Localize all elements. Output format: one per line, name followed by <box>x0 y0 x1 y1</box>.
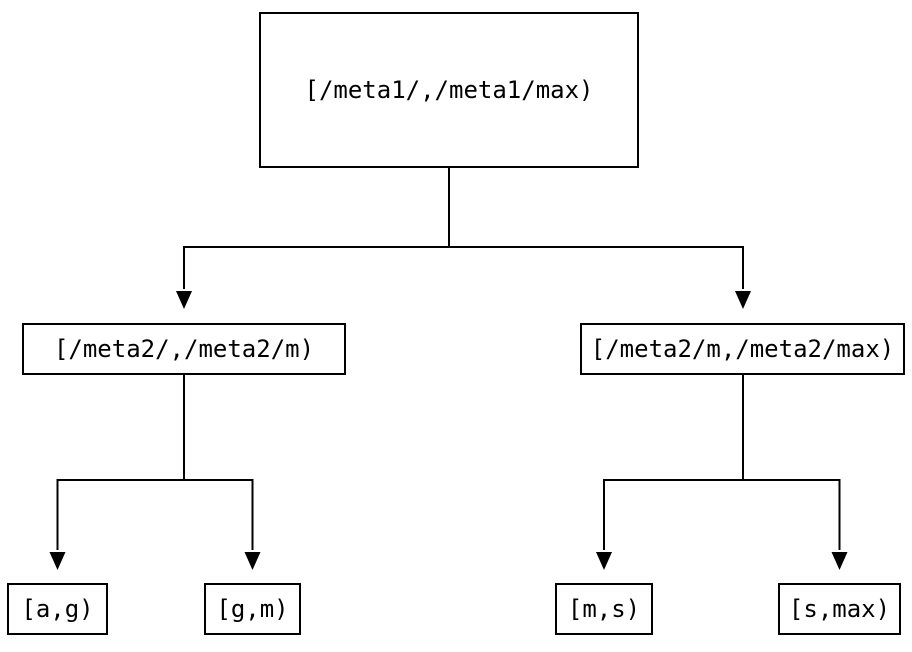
node-meta2-low-label: [/meta2/,/meta2/m) <box>53 335 315 363</box>
arrow-down-icon <box>244 552 261 570</box>
edges-from-meta2-high <box>596 375 848 570</box>
node-meta2-high-label: [/meta2/m,/meta2/max) <box>590 335 895 363</box>
arrow-down-icon <box>596 552 612 570</box>
node-leaf-g-m-label: [g,m) <box>216 595 289 623</box>
arrow-down-icon <box>49 552 66 570</box>
node-meta2-low: [/meta2/,/meta2/m) <box>22 323 346 375</box>
node-leaf-m-s: [m,s) <box>555 583 653 635</box>
node-leaf-a-g-label: [a,g) <box>21 595 94 623</box>
node-leaf-s-max: [s,max) <box>778 583 901 635</box>
node-root-label: [/meta1/,/meta1/max) <box>304 76 594 104</box>
arrow-down-icon <box>831 552 848 570</box>
node-root: [/meta1/,/meta1/max) <box>259 12 639 168</box>
arrow-down-icon <box>735 291 751 309</box>
node-leaf-m-s-label: [m,s) <box>567 595 641 623</box>
edges-from-meta2-low <box>49 375 261 570</box>
arrow-down-icon <box>176 291 192 309</box>
node-leaf-g-m: [g,m) <box>204 583 301 635</box>
node-meta2-high: [/meta2/m,/meta2/max) <box>580 323 905 375</box>
edges-from-root <box>176 168 751 309</box>
node-leaf-s-max-label: [s,max) <box>788 595 891 623</box>
node-leaf-a-g: [a,g) <box>7 583 108 635</box>
